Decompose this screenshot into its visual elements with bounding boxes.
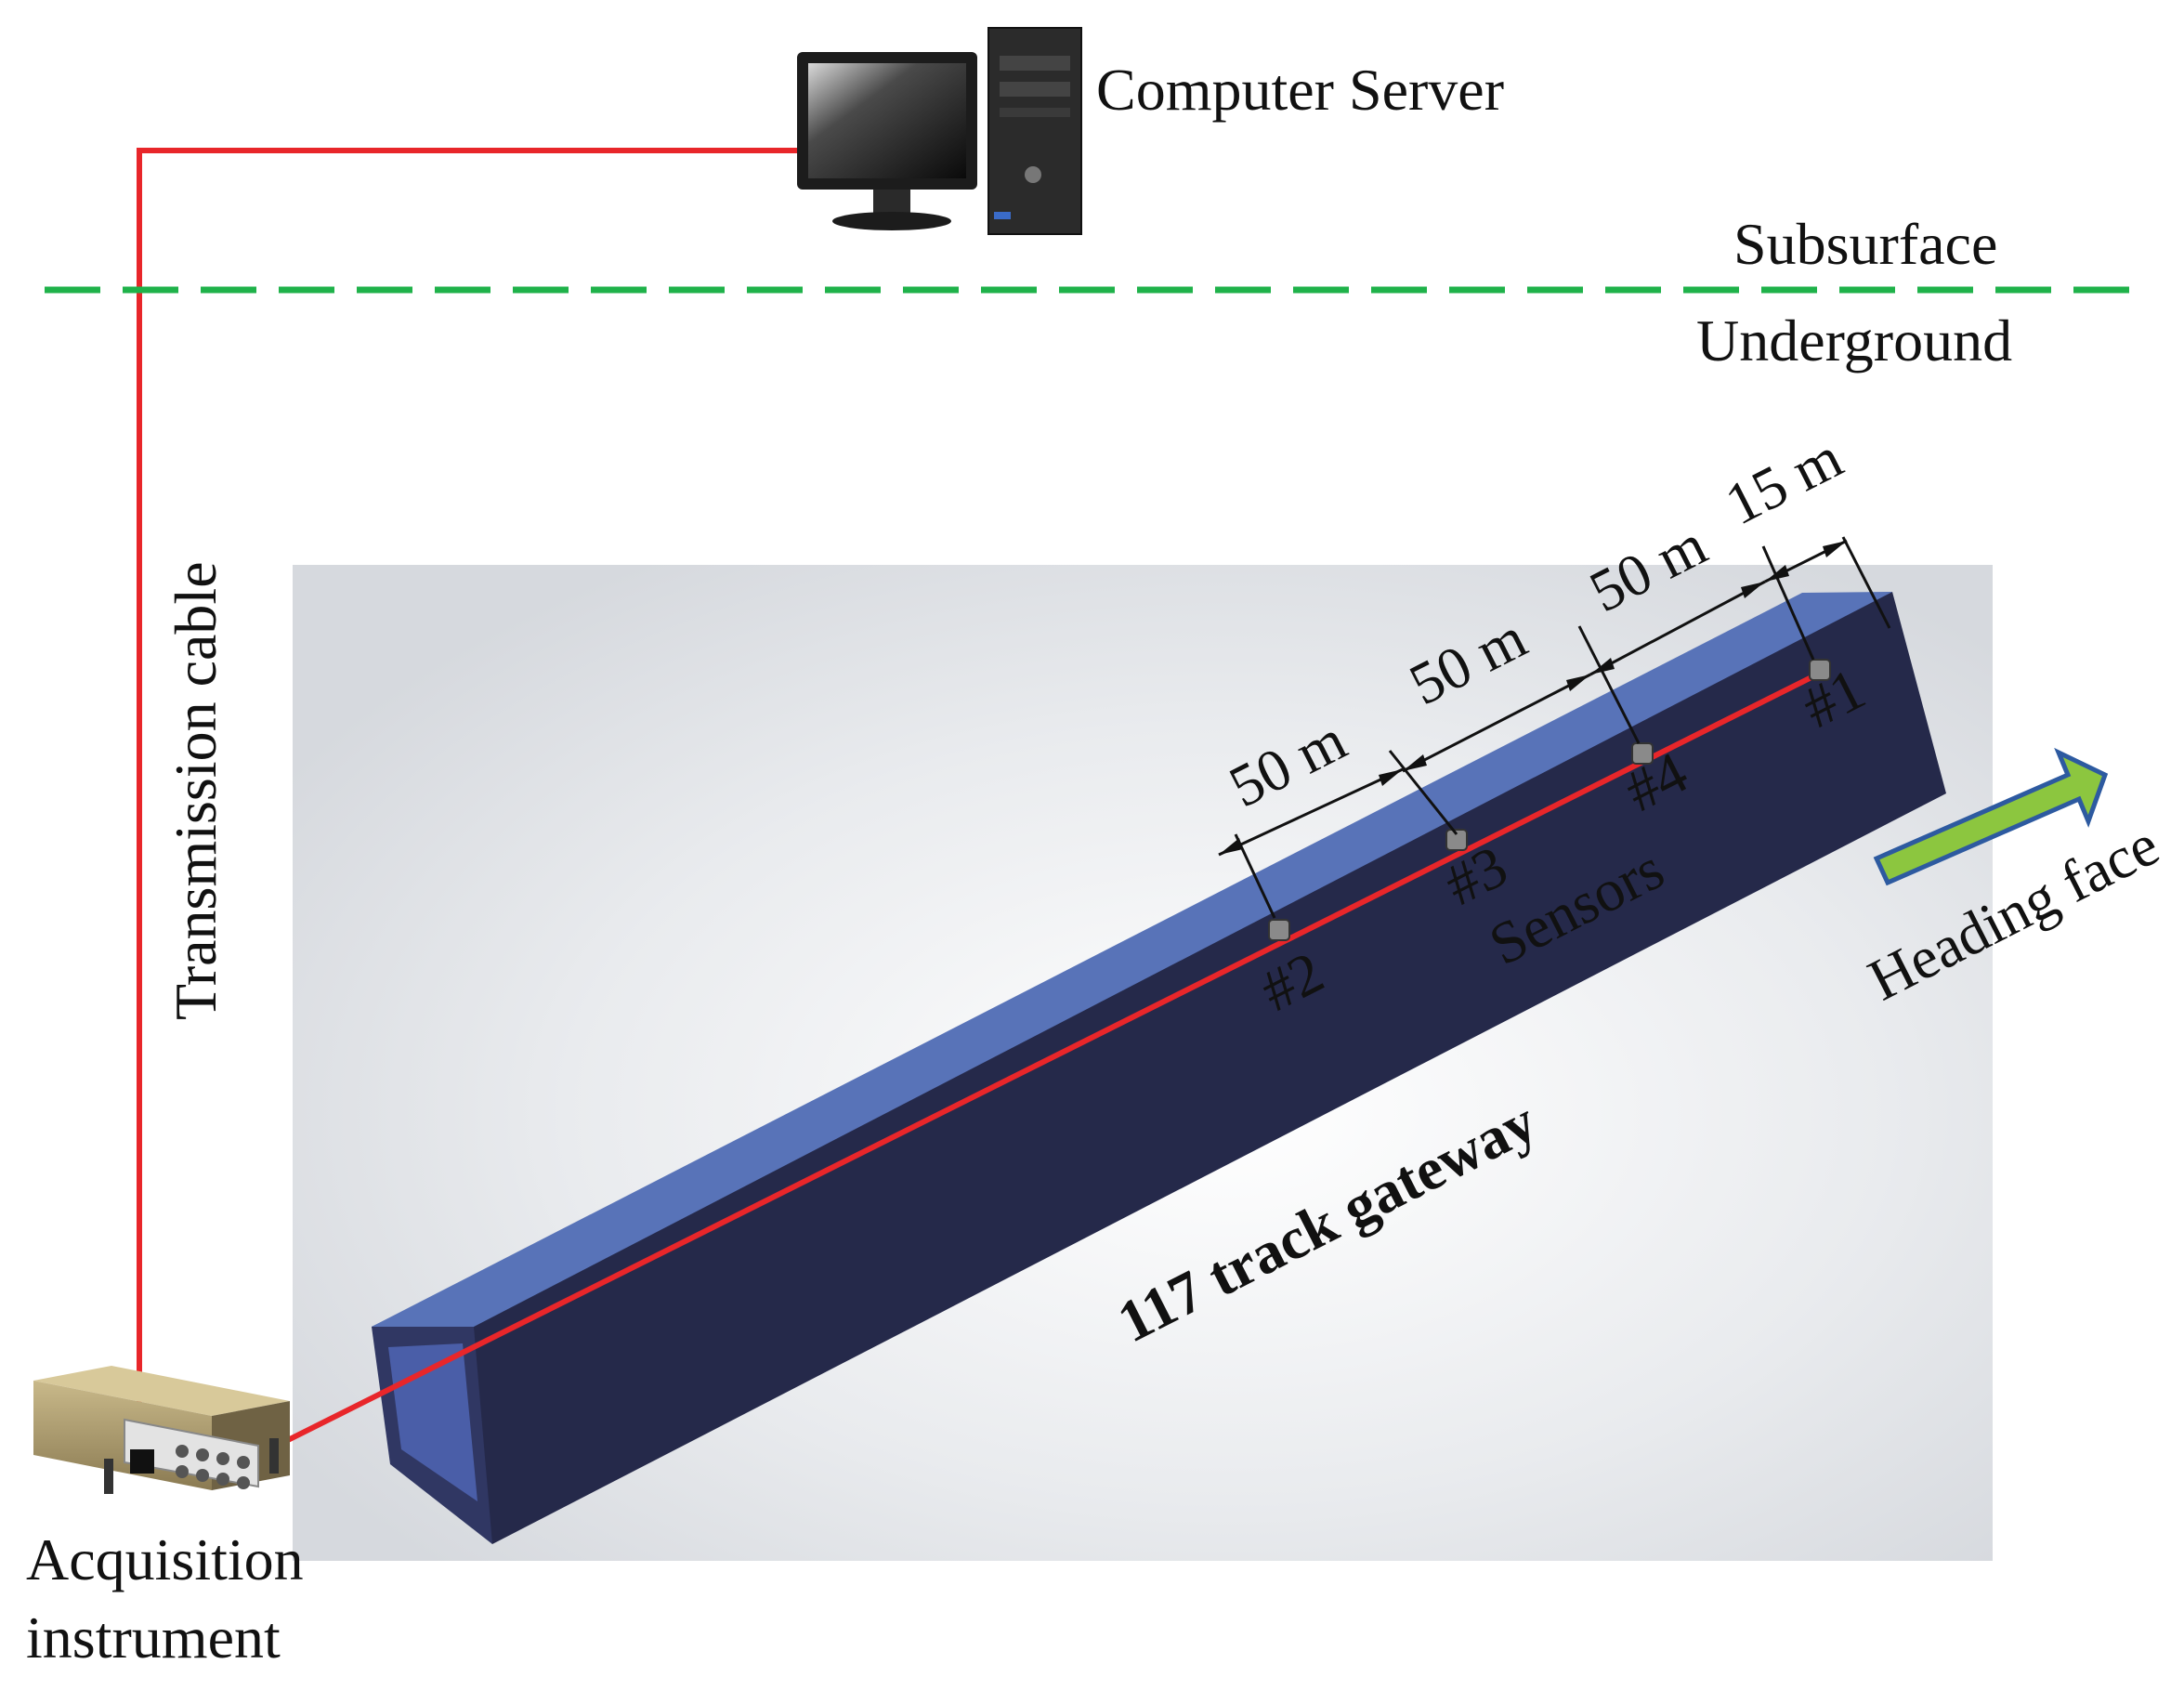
acquisition-instrument-icon — [33, 1366, 290, 1494]
sensor-3 — [1445, 829, 1468, 851]
tunnel-side-face — [372, 592, 1946, 1544]
sensor-cable — [268, 670, 1823, 1452]
transmission-cable-label: Transmission cable — [163, 561, 229, 1020]
computer-server-label: Computer Server — [1096, 57, 1504, 123]
sensor-1 — [1809, 659, 1831, 681]
tunnel-top-face — [372, 592, 1892, 1327]
subsurface-label: Subsurface — [1733, 211, 1997, 277]
sensor-4 — [1631, 742, 1654, 765]
tunnel-opening — [388, 1343, 477, 1501]
computer-server-icon — [797, 27, 1082, 235]
underground-label: Underground — [1696, 308, 2012, 373]
acquisition-label-line2: instrument — [26, 1605, 281, 1670]
spacing-label-4: 15 m — [1715, 424, 1852, 537]
heading-arrow-icon — [1873, 747, 2109, 886]
transmission-cable — [137, 148, 810, 1403]
dimension-lines — [1218, 536, 1891, 919]
sensor-2 — [1268, 919, 1290, 941]
acquisition-label-line1: Acquisition — [26, 1526, 304, 1592]
dimension-arrowheads — [1219, 541, 1847, 855]
